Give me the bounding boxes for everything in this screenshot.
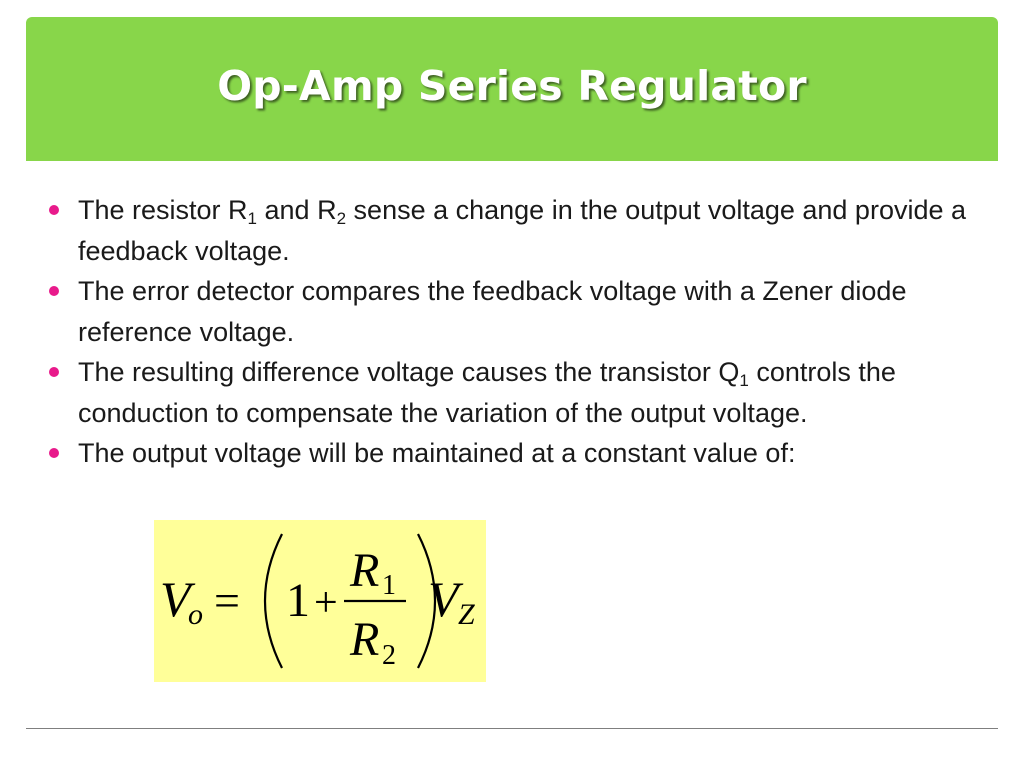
- formula-plus: +: [314, 580, 338, 626]
- formula-background: [154, 520, 486, 682]
- formula-rhs-sub: Z: [458, 598, 475, 631]
- formula-lhs: V: [160, 571, 196, 627]
- formula-svg: V o = 1 + R 1 R 2 V Z: [154, 520, 486, 682]
- formula-numerator: R: [349, 544, 379, 597]
- formula-denominator: R: [349, 613, 379, 666]
- bullet-item: The resulting difference voltage causes …: [45, 352, 975, 433]
- formula-denominator-sub: 2: [382, 640, 396, 671]
- formula-right-paren: [417, 533, 436, 669]
- bullet-dot-icon: [49, 205, 59, 215]
- bullet-item: The error detector compares the feedback…: [45, 271, 975, 352]
- bullet-dot-icon: [49, 367, 59, 377]
- slide-title: Op-Amp Series Regulator: [217, 62, 807, 110]
- footer-divider: [26, 728, 998, 729]
- bullet-item: The output voltage will be maintained at…: [45, 433, 975, 474]
- formula-box: V o = 1 + R 1 R 2 V Z: [154, 520, 486, 682]
- bullet-list: The resistor R1 and R2 sense a change in…: [45, 190, 975, 474]
- formula-left-paren: [264, 533, 283, 669]
- formula-equals: =: [214, 575, 240, 626]
- formula-lhs-sub: o: [188, 598, 203, 631]
- bullet-item: The resistor R1 and R2 sense a change in…: [45, 190, 975, 271]
- bullet-dot-icon: [49, 286, 59, 296]
- title-bar: Op-Amp Series Regulator: [26, 17, 998, 161]
- bullet-dot-icon: [49, 448, 59, 458]
- formula-rhs: V: [428, 571, 464, 627]
- formula-one: 1: [286, 574, 310, 627]
- formula-numerator-sub: 1: [382, 570, 396, 601]
